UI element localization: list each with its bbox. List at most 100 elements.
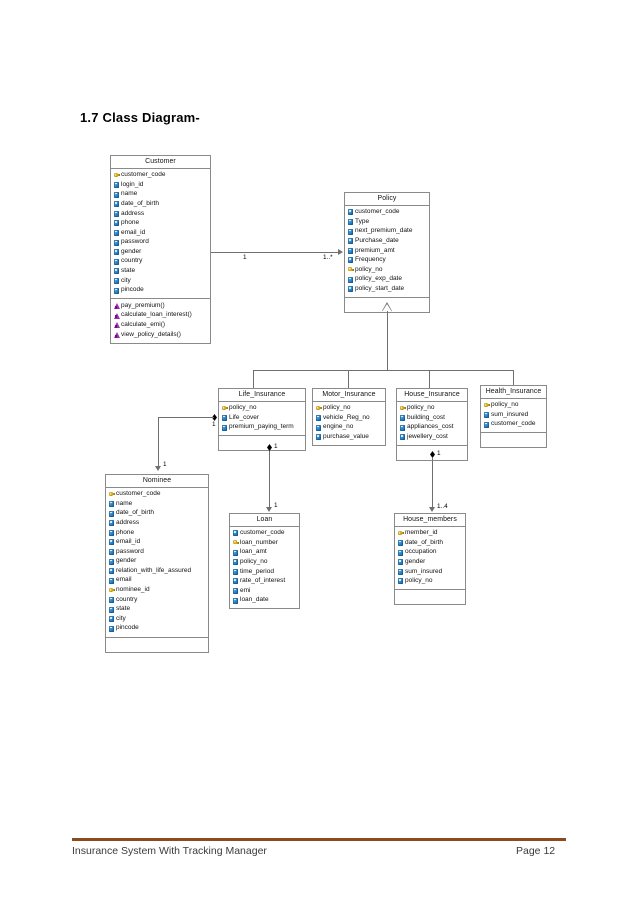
class-box-policy[interactable]: Policy customer_code Type next_premium_d… <box>344 192 430 313</box>
comp-arrow-nominee <box>155 466 161 471</box>
method-icon <box>113 331 120 338</box>
primary-key-icon <box>483 402 490 409</box>
attribute-row: vehicle_Reg_no <box>315 413 383 423</box>
attribute-row: customer_code <box>232 529 297 539</box>
attributes-policy: customer_code Type next_premium_date Pur… <box>345 206 429 298</box>
attribute-icon <box>399 414 406 421</box>
attribute-row: country <box>108 595 206 605</box>
class-box-motor-insurance[interactable]: Motor_Insurance policy_no vehicle_Reg_no… <box>312 388 386 446</box>
primary-key-icon <box>108 491 115 498</box>
comp-line-house-members <box>432 458 433 509</box>
attribute-icon <box>232 578 239 585</box>
attribute-row: member_id <box>397 529 463 539</box>
footer-document-title: Insurance System With Tracking Manager <box>72 845 267 857</box>
attribute-icon <box>315 424 322 431</box>
comp-arrow-loan <box>266 507 272 512</box>
attribute-icon <box>315 434 322 441</box>
attribute-row: purchase_value <box>315 432 383 442</box>
class-box-health-insurance[interactable]: Health_Insurance policy_no sum_insured c… <box>480 385 547 449</box>
composition-diamond-life-loan <box>267 444 272 451</box>
method-icon <box>113 322 120 329</box>
method-icon <box>113 303 120 310</box>
attribute-row: phone <box>113 219 208 229</box>
attribute-row: address <box>108 518 206 528</box>
attribute-row: Frequency <box>347 256 427 266</box>
attributes-house-insurance: policy_no building_cost appliances_cost … <box>397 402 467 446</box>
attribute-row: email_id <box>108 538 206 548</box>
class-title-health-insurance: Health_Insurance <box>481 386 546 399</box>
attribute-icon <box>108 548 115 555</box>
class-box-house-members[interactable]: House_members member_id date_of_birth oc… <box>394 513 466 606</box>
class-box-customer[interactable]: Customer customer_code login_id name dat… <box>110 155 211 344</box>
attribute-row: policy_no <box>315 404 383 414</box>
comp-line-life-nominee-v <box>158 417 159 468</box>
attribute-icon <box>399 424 406 431</box>
attribute-row: building_cost <box>399 413 465 423</box>
attribute-icon <box>397 578 404 585</box>
attribute-row: pincode <box>108 624 206 634</box>
attribute-icon <box>113 181 120 188</box>
multiplicity-life-loan-src: 1 <box>274 443 278 450</box>
class-title-house-insurance: House_Insurance <box>397 389 467 402</box>
attribute-icon <box>113 239 120 246</box>
attribute-icon <box>232 530 239 537</box>
multiplicity-customer-side: 1 <box>243 254 247 261</box>
comp-line-life-loan <box>269 451 270 509</box>
multiplicity-policy-side: 1..* <box>323 254 333 261</box>
attribute-icon <box>399 434 406 441</box>
assoc-customer-policy-line <box>211 252 338 253</box>
attribute-row: nominee_id <box>108 586 206 596</box>
attribute-row: policy_exp_date <box>347 275 427 285</box>
multiplicity-house-members-src: 1 <box>437 450 441 457</box>
attribute-row: next_premium_date <box>347 227 427 237</box>
attribute-row: date_of_birth <box>108 509 206 519</box>
attribute-row: email <box>108 576 206 586</box>
attribute-icon <box>232 559 239 566</box>
attribute-row: loan_amt <box>232 548 297 558</box>
multiplicity-life-nominee-src: 1 <box>212 421 216 428</box>
attribute-row: pincode <box>113 286 208 296</box>
attribute-icon <box>483 411 490 418</box>
class-title-loan: Loan <box>230 514 299 527</box>
attribute-row: customer_code <box>483 420 544 430</box>
attribute-icon <box>232 549 239 556</box>
attribute-icon <box>108 596 115 603</box>
page-title: 1.7 Class Diagram- <box>80 110 200 125</box>
attributes-health-insurance: policy_no sum_insured customer_code <box>481 399 546 434</box>
class-title-customer: Customer <box>111 156 210 169</box>
attribute-icon <box>108 500 115 507</box>
attribute-row: policy_no <box>232 557 297 567</box>
attribute-row: state <box>108 605 206 615</box>
attribute-row: occupation <box>397 548 463 558</box>
attribute-icon <box>347 286 354 293</box>
attribute-row: policy_no <box>347 265 427 275</box>
attribute-row: policy_no <box>221 404 303 414</box>
attribute-row: policy_no <box>399 404 465 414</box>
method-row: calculate_emi() <box>113 321 208 331</box>
attribute-row: city <box>108 614 206 624</box>
primary-key-icon <box>221 405 228 412</box>
attribute-icon <box>397 539 404 546</box>
attributes-loan: customer_code loan_number loan_amt polic… <box>230 527 299 609</box>
class-box-loan[interactable]: Loan customer_code loan_number loan_amt … <box>229 513 300 610</box>
class-box-nominee[interactable]: Nominee customer_code name date_of_birth… <box>105 474 209 653</box>
generalization-stem <box>387 311 388 370</box>
attribute-icon <box>108 510 115 517</box>
attribute-icon <box>315 414 322 421</box>
attribute-icon <box>108 568 115 575</box>
attribute-row: loan_date <box>232 596 297 606</box>
attribute-icon <box>347 276 354 283</box>
method-row: pay_premium() <box>113 301 208 311</box>
attribute-icon <box>232 568 239 575</box>
composition-diamond-house-members <box>430 451 435 458</box>
method-row: view_policy_details() <box>113 330 208 340</box>
class-box-house-insurance[interactable]: House_Insurance policy_no building_cost … <box>396 388 468 461</box>
class-box-life-insurance[interactable]: Life_Insurance policy_no Life_cover prem… <box>218 388 306 452</box>
class-title-life-insurance: Life_Insurance <box>219 389 305 402</box>
attribute-row: Purchase_date <box>347 236 427 246</box>
attribute-row: emi <box>232 586 297 596</box>
attribute-icon <box>108 616 115 623</box>
attribute-icon <box>347 218 354 225</box>
attribute-icon <box>113 220 120 227</box>
